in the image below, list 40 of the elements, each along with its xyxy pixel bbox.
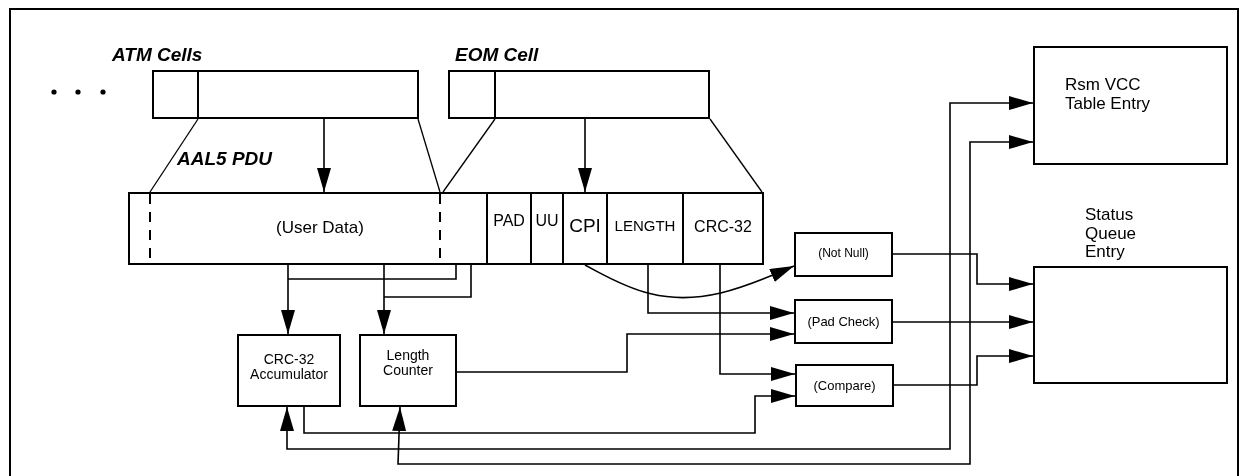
arrow [456, 327, 795, 373]
box-label: (User Data) [275, 219, 365, 238]
box-label: (Pad Check) [806, 315, 881, 330]
process-box [237, 334, 341, 407]
heading-label: EOM Cell [455, 45, 540, 66]
box-label: CRC-32 [693, 218, 753, 236]
projection-line [149, 118, 199, 193]
heading-label: AAL5 PDU [177, 149, 274, 170]
arrow [303, 389, 796, 434]
arrow [584, 264, 795, 299]
arrow [280, 96, 1034, 450]
process-box [1033, 46, 1228, 165]
process-box [794, 232, 893, 277]
arrow [281, 264, 457, 335]
box-label: (Compare) [812, 379, 877, 394]
projection-line [417, 118, 441, 193]
process-box [795, 364, 894, 407]
process-box [794, 299, 893, 344]
box-label: (Not Null) [817, 247, 870, 261]
projection-line [442, 118, 496, 193]
box-label: CRC-32 Accumulator [249, 352, 329, 383]
arrow [578, 118, 592, 193]
arrow [892, 253, 1034, 291]
arrow [893, 349, 1034, 386]
arrow [892, 315, 1034, 329]
arrow [377, 264, 472, 335]
process-box [359, 334, 457, 407]
box-label: UU [534, 212, 560, 230]
arrow [719, 264, 796, 381]
arrow [317, 118, 331, 193]
arrow [392, 135, 1034, 465]
heading-label: ATM Cells [112, 45, 204, 66]
projection-line [709, 118, 763, 193]
box-label: Rsm VCC Table Entry [1065, 76, 1152, 114]
box-label: CPI [568, 216, 602, 237]
box-label: Status Queue Entry [1085, 206, 1138, 263]
box-label: Length Counter [382, 348, 434, 379]
box-label: PAD [492, 212, 526, 230]
box-label: LENGTH [613, 218, 677, 235]
arrow [647, 264, 795, 320]
